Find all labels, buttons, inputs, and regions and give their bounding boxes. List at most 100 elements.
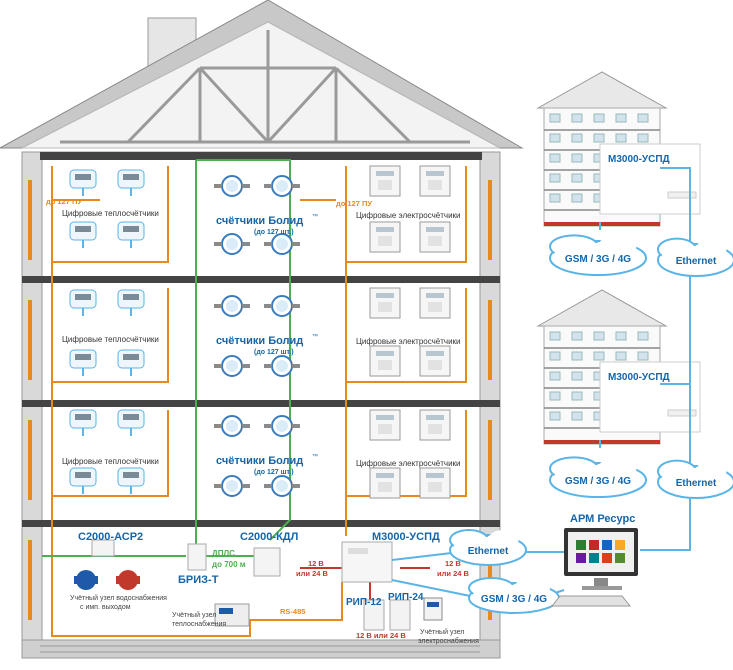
heat-meter [69, 349, 97, 376]
m3000-uspd-label: М3000-УСПД [372, 531, 440, 543]
gsm-cloud-top-label: GSM / 3G / 4G [565, 254, 631, 265]
briz-t-label: БРИЗ-Т [178, 574, 219, 586]
heat-unit-label-1: Учётный узел [172, 611, 216, 619]
electric-meter [419, 165, 451, 197]
gsm-cloud-top: GSM / 3G / 4G [549, 234, 647, 276]
bolid-water-meter [214, 475, 250, 497]
s2000-asr2-label: С2000-АСР2 [78, 531, 143, 543]
ethernet-cloud-bottom-label: Ethernet [468, 546, 509, 557]
power-label-5: 12 В или 24 В [356, 631, 406, 640]
electric-meter [419, 345, 451, 377]
briz-t-device [187, 543, 207, 571]
bolid-count-label: (до 127 шт.) [254, 469, 294, 476]
dplc-wire [196, 159, 291, 541]
foundation [21, 639, 501, 659]
app-tile [589, 553, 599, 563]
app-tile [576, 540, 586, 550]
bolid-water-meter [214, 415, 250, 437]
trademark-symbol: ™ [312, 453, 318, 460]
heat-meter [117, 169, 145, 196]
heat-meter [117, 349, 145, 376]
heat-meter [117, 409, 145, 436]
heat-meter [69, 289, 97, 316]
floor-slab [22, 276, 500, 283]
heat-unit-label-2: теплоснабжения [172, 620, 226, 628]
bolid-water-meter [264, 295, 300, 317]
bolid-water-meter [214, 355, 250, 377]
power-label-1: 12 В [308, 559, 324, 568]
bolid-water-meter [264, 233, 300, 255]
rip12-label: РИП-12 [346, 597, 382, 608]
ethernet-line [640, 167, 691, 551]
dplc-distance: до 700 м [212, 560, 246, 569]
electric-meters-label: Цифровые электросчётчики [356, 211, 461, 220]
ethernet-cloud-top: Ethernet [657, 237, 733, 277]
bolid-count-label: (до 127 шт.) [254, 229, 294, 236]
bolid-water-meter [264, 175, 300, 197]
roof-truss [60, 30, 470, 144]
heat-meter [69, 169, 97, 196]
heat-riser-wire [51, 170, 176, 637]
electric-meter [419, 221, 451, 253]
s2000-kdl-device [253, 547, 281, 577]
electric-meter [369, 467, 401, 499]
electric-meter [369, 165, 401, 197]
app-tile [576, 553, 586, 563]
heat-meters-label: Цифровые теплосчётчики [62, 335, 159, 344]
bolid-water-meter [214, 295, 250, 317]
bolid-water-meter [264, 355, 300, 377]
app-tile [615, 540, 625, 550]
floor-slab [22, 520, 500, 527]
rip12-device [363, 599, 385, 631]
power-label-3: 12 В [445, 559, 461, 568]
ethernet-cloud-top-label: Ethernet [676, 256, 717, 267]
electric-meters-label: Цифровые электросчётчики [356, 337, 461, 346]
heat-meters-label: Цифровые теплосчётчики [62, 457, 159, 466]
bolid-meters-label: счётчики Болид [216, 455, 303, 467]
heat-unit-device [214, 603, 250, 627]
electric-meter [419, 287, 451, 319]
heat-meter [69, 409, 97, 436]
power-label-4: или 24 В [437, 569, 469, 578]
heat-meter [69, 221, 97, 248]
dplc-label: ДПЛС [212, 549, 235, 558]
water-meter-blue [74, 570, 98, 590]
ethernet-cloud-bottom: Ethernet [449, 529, 527, 566]
electric-meter [369, 409, 401, 441]
heat-meter [117, 467, 145, 494]
bolid-water-meter [264, 475, 300, 497]
ethernet-line [391, 551, 461, 561]
electric-meter [419, 409, 451, 441]
gsm-cloud-bottom: GSM / 3G / 4G [468, 577, 560, 614]
elec-unit-label-1: Учётный узел [420, 628, 464, 636]
elec-pu-limit: до 127 ПУ [336, 199, 372, 208]
rs485-label: RS-485 [280, 607, 305, 616]
arm-label: АРМ Ресурс [570, 513, 635, 525]
app-tile [602, 553, 612, 563]
rip24-label: РИП-24 [388, 592, 424, 603]
gsm-line [391, 579, 481, 599]
heat-pu-limit: до 127 ПУ [46, 197, 82, 206]
ethernet-cloud-middle-label: Ethernet [676, 478, 717, 489]
s2000-asr2-device [91, 539, 115, 557]
bolid-count-label: (до 127 шт.) [254, 349, 294, 356]
uspd-remote-label: М3000-УСПД [608, 154, 670, 165]
trademark-symbol: ™ [312, 333, 318, 340]
app-tile [615, 553, 625, 563]
gsm-cloud-middle-label: GSM / 3G / 4G [565, 476, 631, 487]
elec-unit-device [423, 597, 443, 621]
uspd-remote-label: М3000-УСПД [608, 372, 670, 383]
electric-meter [369, 221, 401, 253]
trademark-symbol: ™ [312, 213, 318, 220]
building-thumbnail: М3000-УСПД [536, 71, 701, 227]
arm-computer [550, 528, 638, 607]
bolid-water-meter [264, 415, 300, 437]
heat-meters-label: Цифровые теплосчётчики [62, 209, 159, 218]
bolid-water-meter [214, 175, 250, 197]
app-tile [602, 540, 612, 550]
electric-meter [369, 287, 401, 319]
rip24-device [389, 599, 411, 631]
m3000-uspd-device [341, 541, 393, 583]
heat-meter [117, 221, 145, 248]
building-thumbnail: М3000-УСПД [536, 289, 701, 445]
